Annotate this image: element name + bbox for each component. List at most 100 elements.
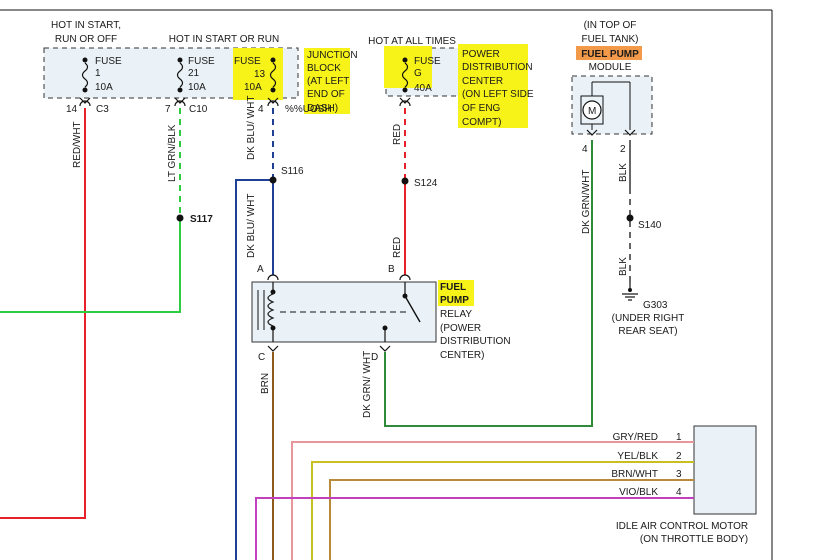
fuel-pump-module-name-2: MODULE [589, 62, 632, 73]
wire-blk-label-1: BLK [618, 163, 629, 182]
junction-block-overlap-text: %%UOSH [285, 104, 332, 115]
splice-s140 [626, 214, 634, 222]
splice-s124 [401, 177, 409, 185]
ground-g303-label: G303 [643, 300, 668, 311]
relay-pin-d-connector [379, 345, 391, 352]
fuse-g-label: FUSE [414, 56, 441, 67]
fuse-13-pin: 4 [258, 104, 264, 115]
relay-pin-a-wire-label: DK BLU/ WHT [246, 194, 257, 258]
hot-all-times-label: HOT AT ALL TIMES [368, 36, 456, 47]
idle-air-control-motor-box [693, 425, 757, 515]
fuel-pump-module-location-1: (IN TOP OF [584, 20, 637, 31]
relay-pin-a-connector [267, 274, 279, 281]
fuse-g-number: G [414, 68, 422, 79]
relay-pin-a: A [257, 264, 264, 275]
fuse-13 [269, 57, 277, 93]
relay-location-1: (POWER [440, 323, 481, 334]
relay-pin-d: D [371, 352, 378, 363]
pdc-label-6: COMPT) [462, 117, 501, 128]
junction-block-label-5: DASH) [307, 103, 338, 114]
fuse-g-rating: 40A [414, 83, 432, 94]
relay-pin-b-wire-label: RED [392, 237, 403, 258]
fuse-1-label: FUSE [95, 56, 122, 67]
splice-s140-label: S140 [638, 220, 662, 231]
iac-name: IDLE AIR CONTROL MOTOR [616, 521, 748, 532]
pin-fuse-13 [267, 97, 279, 107]
iac-wire-1-color: GRY/RED [613, 432, 658, 443]
fuse-21-rating: 10A [188, 82, 206, 93]
pin-fuse-21 [174, 97, 186, 107]
relay-name-1: FUEL [440, 282, 466, 293]
iac-wire-1-pin: 1 [676, 432, 682, 443]
pdc-label-3: CENTER [462, 76, 503, 87]
fuse-13-number: 13 [254, 69, 266, 80]
iac-wire-brn-wht [329, 479, 694, 560]
wire-red-label-upper: RED [392, 124, 403, 145]
fuse-21-connector: C10 [189, 104, 208, 115]
relay-name-2: PUMP [440, 295, 469, 306]
junction-block-label-1: JUNCTION [307, 50, 358, 61]
wire-dk-grn-wht-label-2: DK GRN/WHT [581, 170, 592, 234]
iac-wire-4-color: VIO/BLK [619, 487, 658, 498]
iac-wire-yel-blk [311, 461, 694, 560]
wire-blk-label-2: BLK [618, 257, 629, 276]
fuse-1-pin: 14 [66, 104, 78, 115]
iac-wire-3-color: BRN/WHT [611, 469, 658, 480]
hot-start-or-run-label: HOT IN START OR RUN [169, 34, 279, 45]
fuse-21-number: 21 [188, 68, 200, 79]
pdc-label-1: POWER [462, 49, 500, 60]
fuel-pump-motor-icon [580, 81, 631, 130]
iac-wire-4-pin: 4 [676, 487, 682, 498]
fuel-pump-pin-4: 4 [582, 144, 588, 155]
fuel-pump-module-location-2: FUEL TANK) [581, 34, 638, 45]
relay-coil [257, 282, 276, 342]
wire-red-wht [0, 108, 86, 519]
iac-location: (ON THROTTLE BODY) [640, 534, 748, 545]
relay-location-2: DISTRIBUTION [440, 336, 511, 347]
pin-fuse-1 [79, 97, 91, 107]
relay-pin-c: C [258, 352, 265, 363]
pdc-label-highlight [458, 44, 528, 128]
pin-fuse-g [399, 97, 411, 107]
pdc-label-5: OF ENG [462, 103, 501, 114]
iac-wire-2-color: YEL/BLK [617, 451, 658, 462]
relay-name-highlight [438, 280, 474, 306]
iac-wire-vio-blk [255, 497, 694, 560]
hot-start-run-off-label-1: HOT IN START, [51, 20, 121, 31]
fuel-pump-pin-2-connector [624, 129, 636, 136]
iac-wire-gry-red [291, 441, 694, 560]
fuel-pump-module-name: FUEL PUMP [581, 49, 639, 60]
relay-pin-b-connector [399, 274, 411, 281]
fuse-1-number: 1 [95, 68, 101, 79]
relay-pin-b: B [388, 264, 395, 275]
fuse-13-rating: 10A [244, 82, 262, 93]
pdc-label-2: DISTRIBUTION [462, 62, 533, 73]
junction-block-label-highlight [304, 48, 350, 114]
wire-dk-blu-wht-branch [235, 179, 273, 560]
fuel-pump-pin-2: 2 [620, 144, 626, 155]
fuse-21 [176, 57, 184, 93]
pdc-label-4: (ON LEFT SIDE [462, 89, 534, 100]
wire-brn-label: BRN [260, 373, 271, 394]
fuse-g [401, 57, 409, 93]
fuse-1 [81, 57, 89, 93]
wire-dk-grn-wht [384, 140, 593, 427]
ground-location-2: REAR SEAT) [618, 326, 677, 337]
fuel-pump-motor-label: M [588, 106, 596, 117]
fuse-13-label: FUSE [234, 56, 261, 67]
wire-dk-blu-wht-label-upper: DK BLU/ WHT [246, 96, 257, 160]
junction-block-label-3: (AT LEFT [307, 76, 349, 87]
iac-wire-3-pin: 3 [676, 469, 682, 480]
ground-icon [622, 282, 638, 301]
wire-red-wht-label: RED/WHT [72, 121, 83, 168]
fuse-1-rating: 10A [95, 82, 113, 93]
junction-block-label-2: BLOCK [307, 63, 341, 74]
fuse-21-pin: 7 [165, 104, 171, 115]
wire-lt-grn-blk-label: LT GRN/BLK [167, 124, 178, 182]
fuse-21-label: FUSE [188, 56, 215, 67]
relay-location-3: CENTER) [440, 350, 484, 361]
fuel-pump-tag [576, 46, 642, 60]
splice-s116-label: S116 [281, 166, 304, 177]
relay-pin-c-connector [267, 345, 279, 352]
